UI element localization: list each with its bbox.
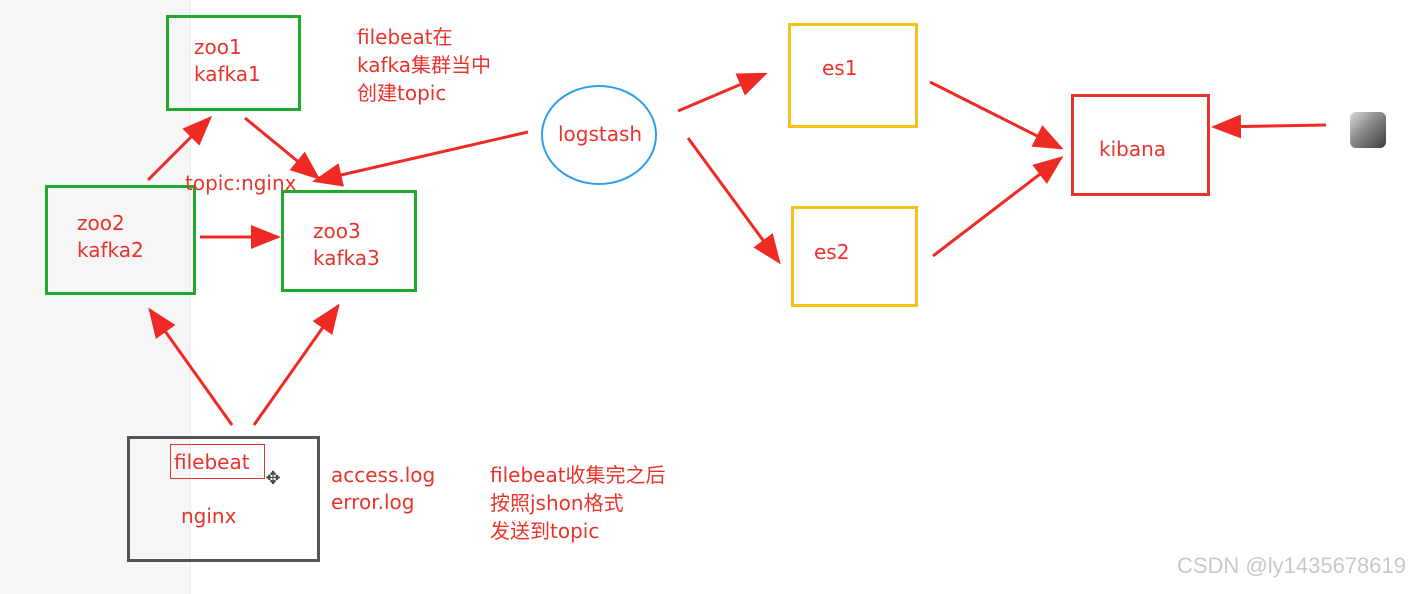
es2-label: es2: [814, 240, 850, 264]
arrow-es1-to-kibana: [929, 80, 1064, 150]
kibana-node[interactable]: [1071, 94, 1210, 196]
move-icon: ✥: [265, 468, 281, 489]
filebeat-highlight-box: [170, 444, 265, 479]
zoo3-kafka3-node[interactable]: [281, 190, 417, 292]
note-filebeat-line1: filebeat在: [357, 25, 453, 49]
arrow-filebeat-to-zoo2: [148, 307, 234, 426]
nginx-label: nginx: [181, 504, 237, 528]
zoo3-label: zoo3: [313, 219, 361, 243]
kibana-label: kibana: [1099, 137, 1167, 161]
es2-node[interactable]: [791, 206, 918, 307]
kafka1-label: kafka1: [194, 62, 261, 86]
arrow-logstash-to-es1: [677, 72, 768, 113]
kafka2-label: kafka2: [77, 238, 144, 262]
note-filebeat-line3: 创建topic: [357, 81, 447, 105]
watermark: CSDN @ly1435678619: [1176, 553, 1406, 578]
es1-label: es1: [822, 56, 858, 80]
logstash-node[interactable]: [541, 85, 657, 185]
es1-node[interactable]: [788, 23, 918, 128]
error-log-label: error.log: [331, 490, 415, 514]
arrow-filebeat-to-zoo3: [252, 303, 340, 426]
filebeat-label: filebeat: [174, 450, 250, 474]
kafka3-label: kafka3: [313, 246, 380, 270]
arrow-zoo1-to-zoo3: [244, 116, 321, 180]
note-filebeat-line2: kafka集群当中: [357, 53, 492, 77]
note-send-line2: 按照jshon格式: [490, 491, 624, 515]
left-panel-strip: [0, 0, 191, 594]
note-send-line1: filebeat收集完之后: [490, 463, 666, 487]
access-log-label: access.log: [331, 463, 436, 487]
zoo1-kafka1-node[interactable]: [166, 15, 301, 111]
arrow-zoo2-to-zoo1: [146, 115, 213, 182]
zoo1-label: zoo1: [194, 35, 242, 59]
filebeat-nginx-node[interactable]: [127, 436, 320, 562]
arrow-user-to-kibana: [1211, 114, 1327, 139]
arrow-logstash-to-es2: [686, 137, 781, 265]
arrow-logstash-to-zoo3: [312, 130, 529, 187]
note-send-line3: 发送到topic: [490, 519, 600, 543]
logstash-label: logstash: [558, 122, 643, 146]
arrow-es2-to-kibana: [932, 156, 1064, 258]
zoo2-label: zoo2: [77, 211, 125, 235]
zoo2-kafka2-node[interactable]: [45, 185, 196, 295]
topic-nginx-label: topic:nginx: [185, 171, 297, 195]
avatar-image: [1350, 112, 1386, 148]
